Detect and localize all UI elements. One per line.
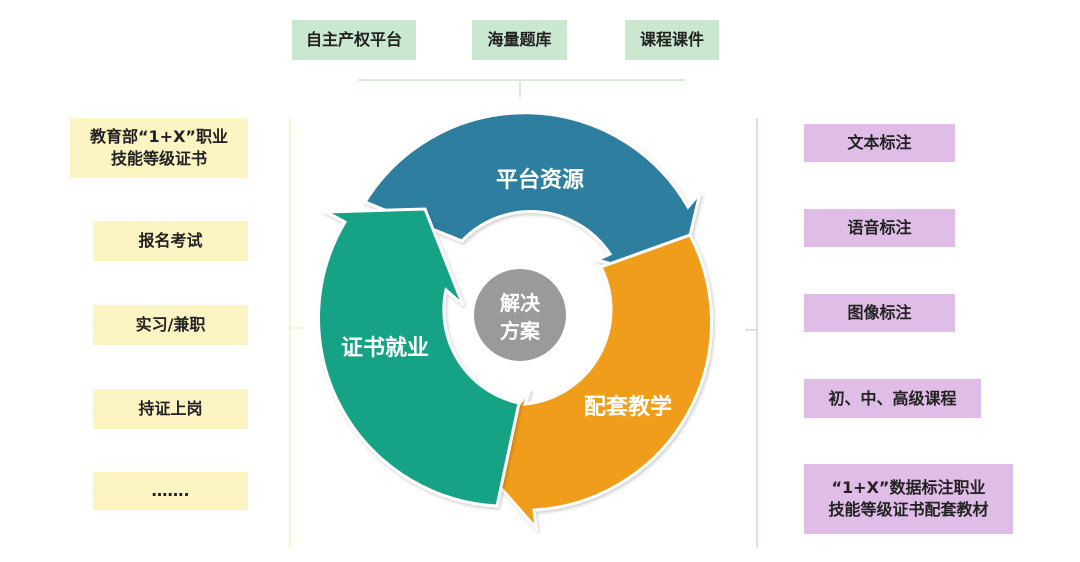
left-item-certified-work: 持证上岗 <box>93 389 248 429</box>
top-item-platform: 自主产权平台 <box>292 20 416 60</box>
teaching-segment <box>476 233 713 533</box>
center-label-line1: 解决 <box>500 291 541 315</box>
left-item-internship: 实习/兼职 <box>93 305 248 345</box>
top-item-courseware: 课程课件 <box>625 20 719 60</box>
right-item-text-annotation: 文本标注 <box>804 124 955 162</box>
left-item-certificate-line1: 教育部“1+X”职业 <box>90 127 228 146</box>
right-brace <box>745 118 758 548</box>
left-item-certificate-line2: 技能等级证书 <box>110 149 207 168</box>
teaching-label: 配套教学 <box>584 394 672 420</box>
cert-label: 证书就业 <box>341 335 429 361</box>
left-item-exam-signup: 报名考试 <box>93 221 248 261</box>
cert-segment <box>317 207 521 508</box>
center-label-line2: 方案 <box>500 319 541 343</box>
left-brace <box>289 118 303 548</box>
right-item-image-annotation: 图像标注 <box>804 294 955 332</box>
center-hub <box>474 269 566 361</box>
right-item-textbooks-line2: 技能等级证书配套教材 <box>828 500 989 519</box>
top-brace <box>358 79 685 97</box>
right-item-speech-annotation: 语音标注 <box>804 209 955 247</box>
top-item-question-bank: 海量题库 <box>472 20 567 60</box>
platform-label: 平台资源 <box>496 167 584 193</box>
right-item-courses: 初、中、高级课程 <box>804 379 981 418</box>
left-item-certificate: 教育部“1+X”职业 技能等级证书 <box>70 118 248 178</box>
right-item-textbooks-line1: “1+X”数据标注职业 <box>831 478 986 497</box>
right-item-textbooks: “1+X”数据标注职业 技能等级证书配套教材 <box>804 464 1013 534</box>
platform-segment <box>362 111 702 284</box>
left-item-more: ……. <box>93 472 248 510</box>
